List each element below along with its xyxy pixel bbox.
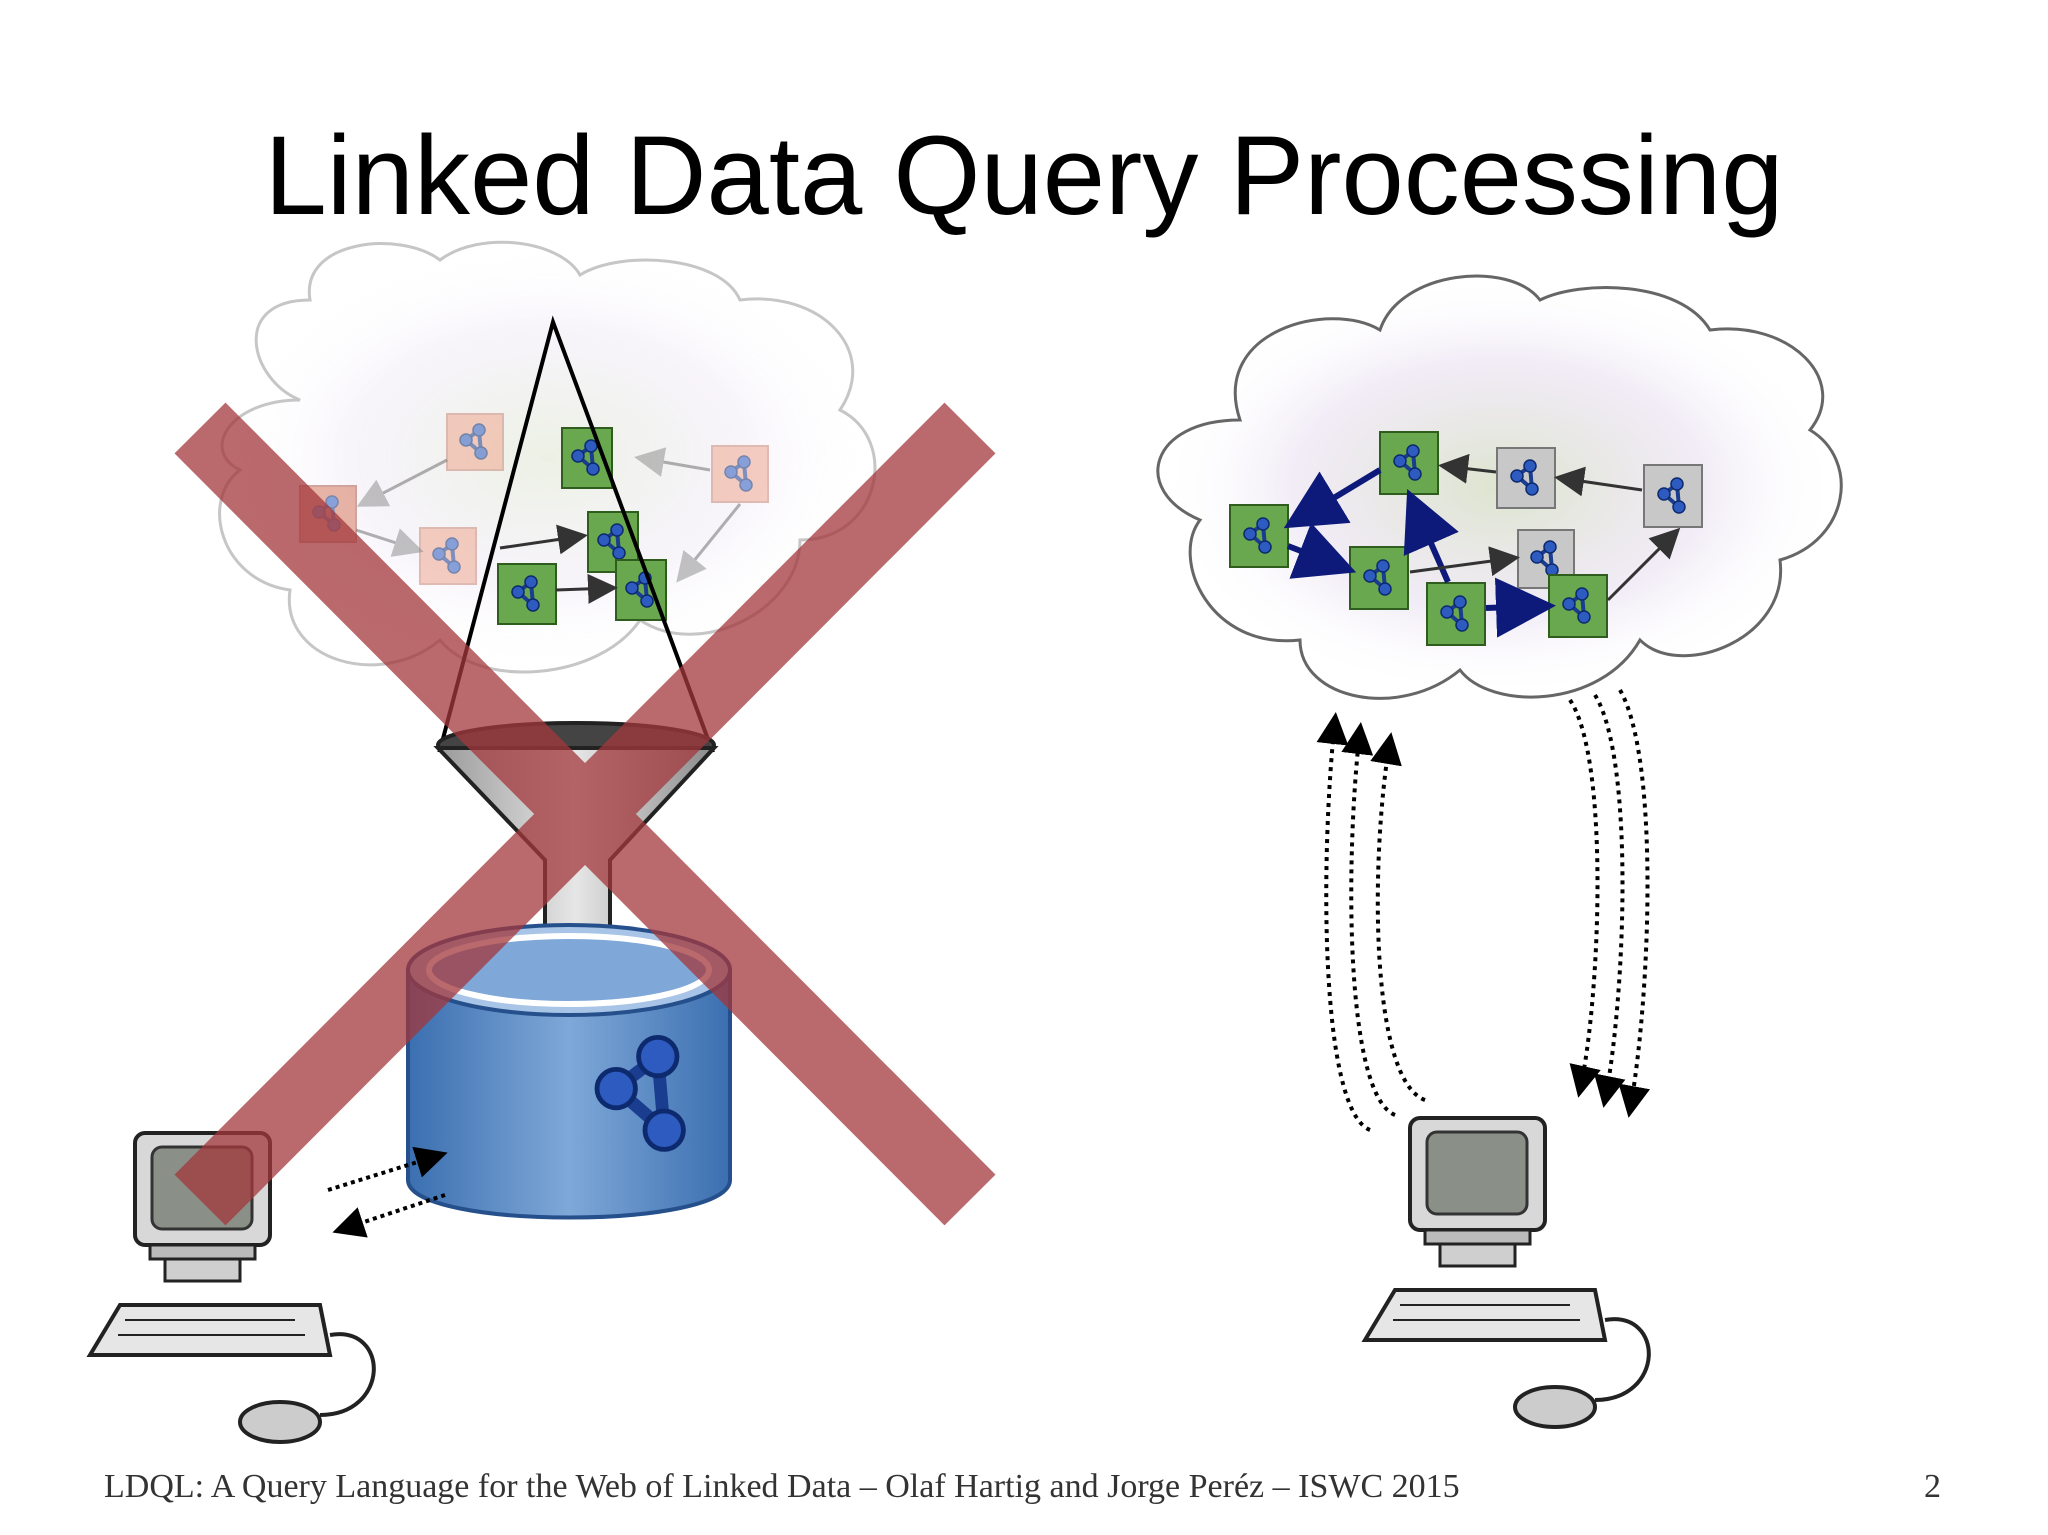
- right-panel: [1156, 274, 1843, 1429]
- left-panel: [86, 240, 996, 1444]
- dotted-arrow-icon: [327, 1146, 448, 1238]
- linked-data-document-icon: [446, 413, 504, 471]
- linked-data-document-icon: [1349, 546, 1409, 610]
- computer-icon: [1361, 1116, 1651, 1429]
- linked-data-document-icon: [1379, 431, 1439, 495]
- slide-title: Linked Data Query Processing: [264, 113, 1784, 238]
- linked-data-document-icon: [1643, 464, 1703, 528]
- linked-data-document-icon: [1548, 574, 1608, 638]
- linked-data-document-icon: [615, 559, 667, 621]
- linked-data-document-icon: [1496, 447, 1556, 509]
- slide-footer: LDQL: A Query Language for the Web of Li…: [104, 1468, 1460, 1505]
- linked-data-document-icon: [419, 527, 477, 585]
- linked-data-document-icon: [1426, 582, 1486, 646]
- dotted-arrow-icon: [1316, 689, 1651, 1132]
- linked-data-document-icon: [1229, 504, 1289, 568]
- faded-links: [355, 447, 742, 583]
- linked-data-document-icon: [711, 445, 769, 503]
- link-arrows: [1283, 453, 1681, 638]
- cross-icon: [174, 402, 996, 1226]
- page-number: 2: [1924, 1468, 1941, 1505]
- linked-data-document-icon: [497, 563, 557, 625]
